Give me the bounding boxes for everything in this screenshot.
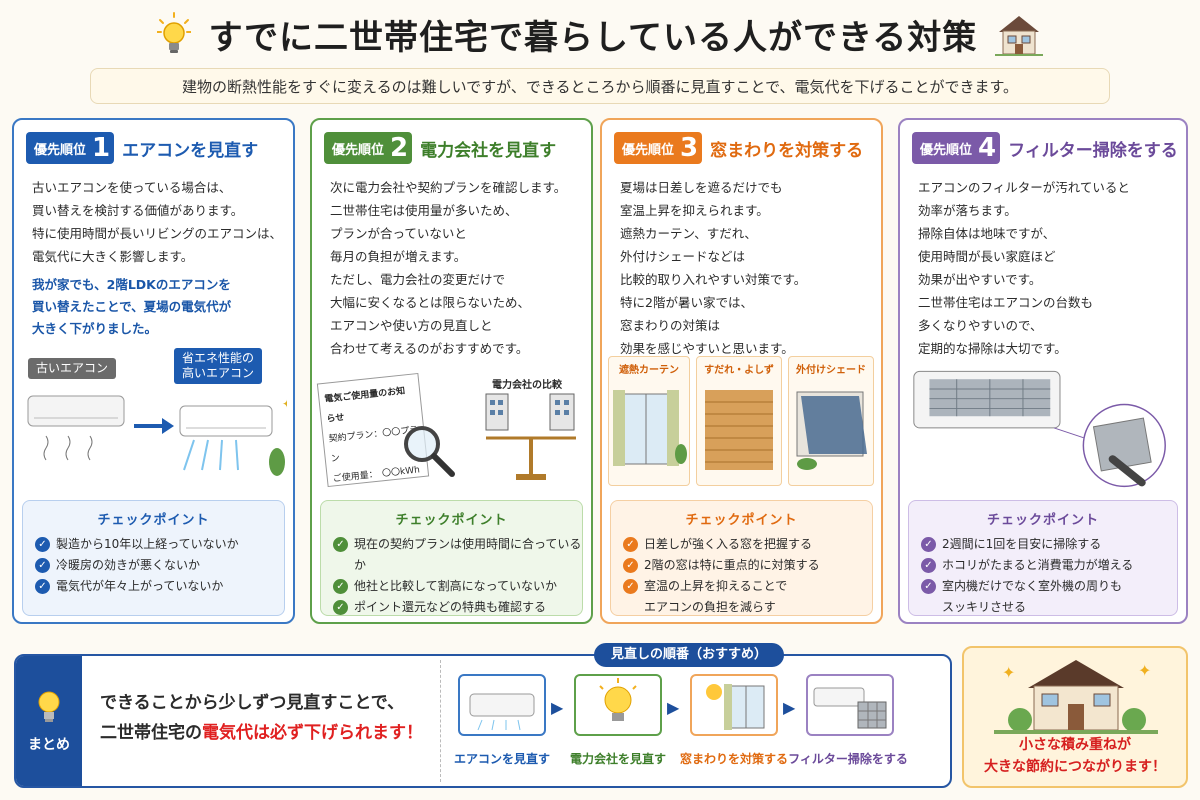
flow-label: 電力会社を見直す [569,752,666,766]
check-icon: ✓ [333,579,348,594]
card-title: 窓まわりを対策する [710,140,864,161]
balance-icon [485,393,576,480]
window-icon [706,684,765,730]
filter-icon [813,687,887,729]
checkpoint-item: ✓日差しが強く入る窓を把握する [623,534,872,555]
magnifier-icon [404,426,455,477]
svg-text:✦: ✦ [1002,663,1015,682]
check-icon: ✓ [623,579,638,594]
checkpoint-item: ✓ポイント還元などの特典も確認する [333,597,582,618]
check-icon: ✓ [623,537,638,552]
checkpoint-item: ✓他社と比較して割高になっていないか [333,576,582,597]
sudare-icon [705,390,773,470]
arrow-right-icon: ▶ [667,698,680,717]
checkpoint-item: ✓製造から10年以上経っていないか [35,534,284,555]
checkpoint-item: ✓室温の上昇を抑えることで エアコンの負担を減らす [623,576,872,618]
checkpoint-item: ✓電気代が年々上がっていないか [35,576,284,597]
arrow-right-icon: ▶ [783,698,796,717]
goal-box: ✦✦ 小さな積み重ねが 大きな節約につながります！ [962,646,1188,788]
svg-text:✦: ✦ [1138,661,1151,680]
flow-label: エアコンを見直す [453,752,550,766]
flow-step-aircon [458,674,546,736]
svg-text:✦: ✦ [282,397,287,411]
window-item-curtain: 遮熱カーテン [608,356,690,486]
house-icon: ✦✦ [994,660,1158,734]
summary-panel: まとめ できることから少しずつ見直すことで、 二世帯住宅の電気代は必ず下げられま… [14,643,952,788]
lightbulb-icon [599,678,637,721]
check-icon: ✓ [623,558,638,573]
summary-text: できることから少しずつ見直すことで、 二世帯住宅の電気代は必ず下げられます！ [100,693,423,743]
checkpoint-box: チェックポイント ✓現在の契約プランは使用時間に合っているか ✓他社と比較して割… [320,500,583,616]
lightbulb-icon [156,12,191,53]
arrow-right-icon: ▶ [551,698,564,717]
header: すでに二世帯住宅で暮らしている人ができる対策 [0,6,1200,62]
lightbulb-icon [38,691,60,722]
flow-step-power [574,674,662,736]
checkpoint-box: チェックポイント ✓製造から10年以上経っていないか ✓冷暖房の効きが悪くないか… [22,500,285,616]
checkpoint-item: ✓2週間に1回を目安に掃除する [921,534,1177,555]
flow-title: 見直しの順番（おすすめ） [594,643,784,667]
checkpoint-box: チェックポイント ✓日差しが強く入る窓を把握する ✓2階の窓は特に重点的に対策す… [610,500,873,616]
page-title: すでに二世帯住宅で暮らしている人ができる対策 [208,17,978,58]
compare-label: 電力会社の比較 [492,380,562,391]
aircon-illustration: ✦ [27,395,287,476]
check-icon: ✓ [921,558,936,573]
aircon-icon [469,693,535,731]
curtain-icon [613,390,687,466]
window-item-sudare: すだれ・よしず [696,356,782,486]
check-icon: ✓ [35,558,50,573]
flow-label: 窓まわりを対策する [679,752,788,766]
card-title: エアコンを見直す [122,140,259,161]
new-aircon-tag: 省エネ性能の 高いエアコン [174,348,263,384]
checkpoint-item: ✓ホコリがたまると消費電力が増える [921,555,1177,576]
check-icon: ✓ [35,537,50,552]
card-body: 次に電力会社や契約プランを確認します。 二世帯住宅は使用量が多いため、 プランが… [330,180,567,356]
window-item-shade: 外付けシェード [788,356,874,486]
checkpoint-item: ✓冷暖房の効きが悪くないか [35,555,284,576]
shade-icon [796,391,867,470]
checkpoint-item: ✓2階の窓は特に重点的に対策する [623,555,872,576]
card-highlight: 我が家でも、2階LDKのエアコンを 買い替えたことで、夏場の電気代が 大きく下が… [32,277,232,336]
house-icon [995,16,1044,56]
checkpoint-item: ✓現在の契約プランは使用時間に合っているか [333,534,582,576]
check-icon: ✓ [35,579,50,594]
checkpoint-item: ✓室内機だけでなく室外機の周りも スッキリさせる [921,576,1177,618]
check-icon: ✓ [333,600,348,615]
card-body: 古いエアコンを使っている場合は、 買い替えを検討する価値があります。 特に使用時… [32,180,283,264]
check-icon: ✓ [921,579,936,594]
check-icon: ✓ [921,537,936,552]
check-icon: ✓ [333,537,348,552]
card-body: エアコンのフィルターが汚れていると 効率が落ちます。 掃除自体は地味ですが、 使… [918,180,1130,356]
card-title: フィルター掃除をする [1008,140,1178,161]
flow-label: フィルター掃除をする [788,752,908,766]
card-title: 電力会社を見直す [420,140,557,161]
flow-step-filter [806,674,894,736]
flow-step-windows [690,674,778,736]
old-aircon-tag: 古いエアコン [28,358,117,379]
summary-label-block: まとめ [16,656,82,786]
card-body: 夏場は日差しを遮るだけでも 室温上昇を抑えられます。 遮熱カーテン、すだれ、 外… [620,180,807,356]
filter-cleaning-illustration [913,370,1166,488]
goal-text: 小さな積み重ねが 大きな節約につながります！ [984,737,1166,775]
checkpoint-box: チェックポイント ✓2週間に1回を目安に掃除する ✓ホコリがたまると消費電力が増… [908,500,1178,616]
intro-banner: 建物の断熱性能をすぐに変えるのは難しいですが、できるところから順番に見直すことで… [90,68,1110,104]
